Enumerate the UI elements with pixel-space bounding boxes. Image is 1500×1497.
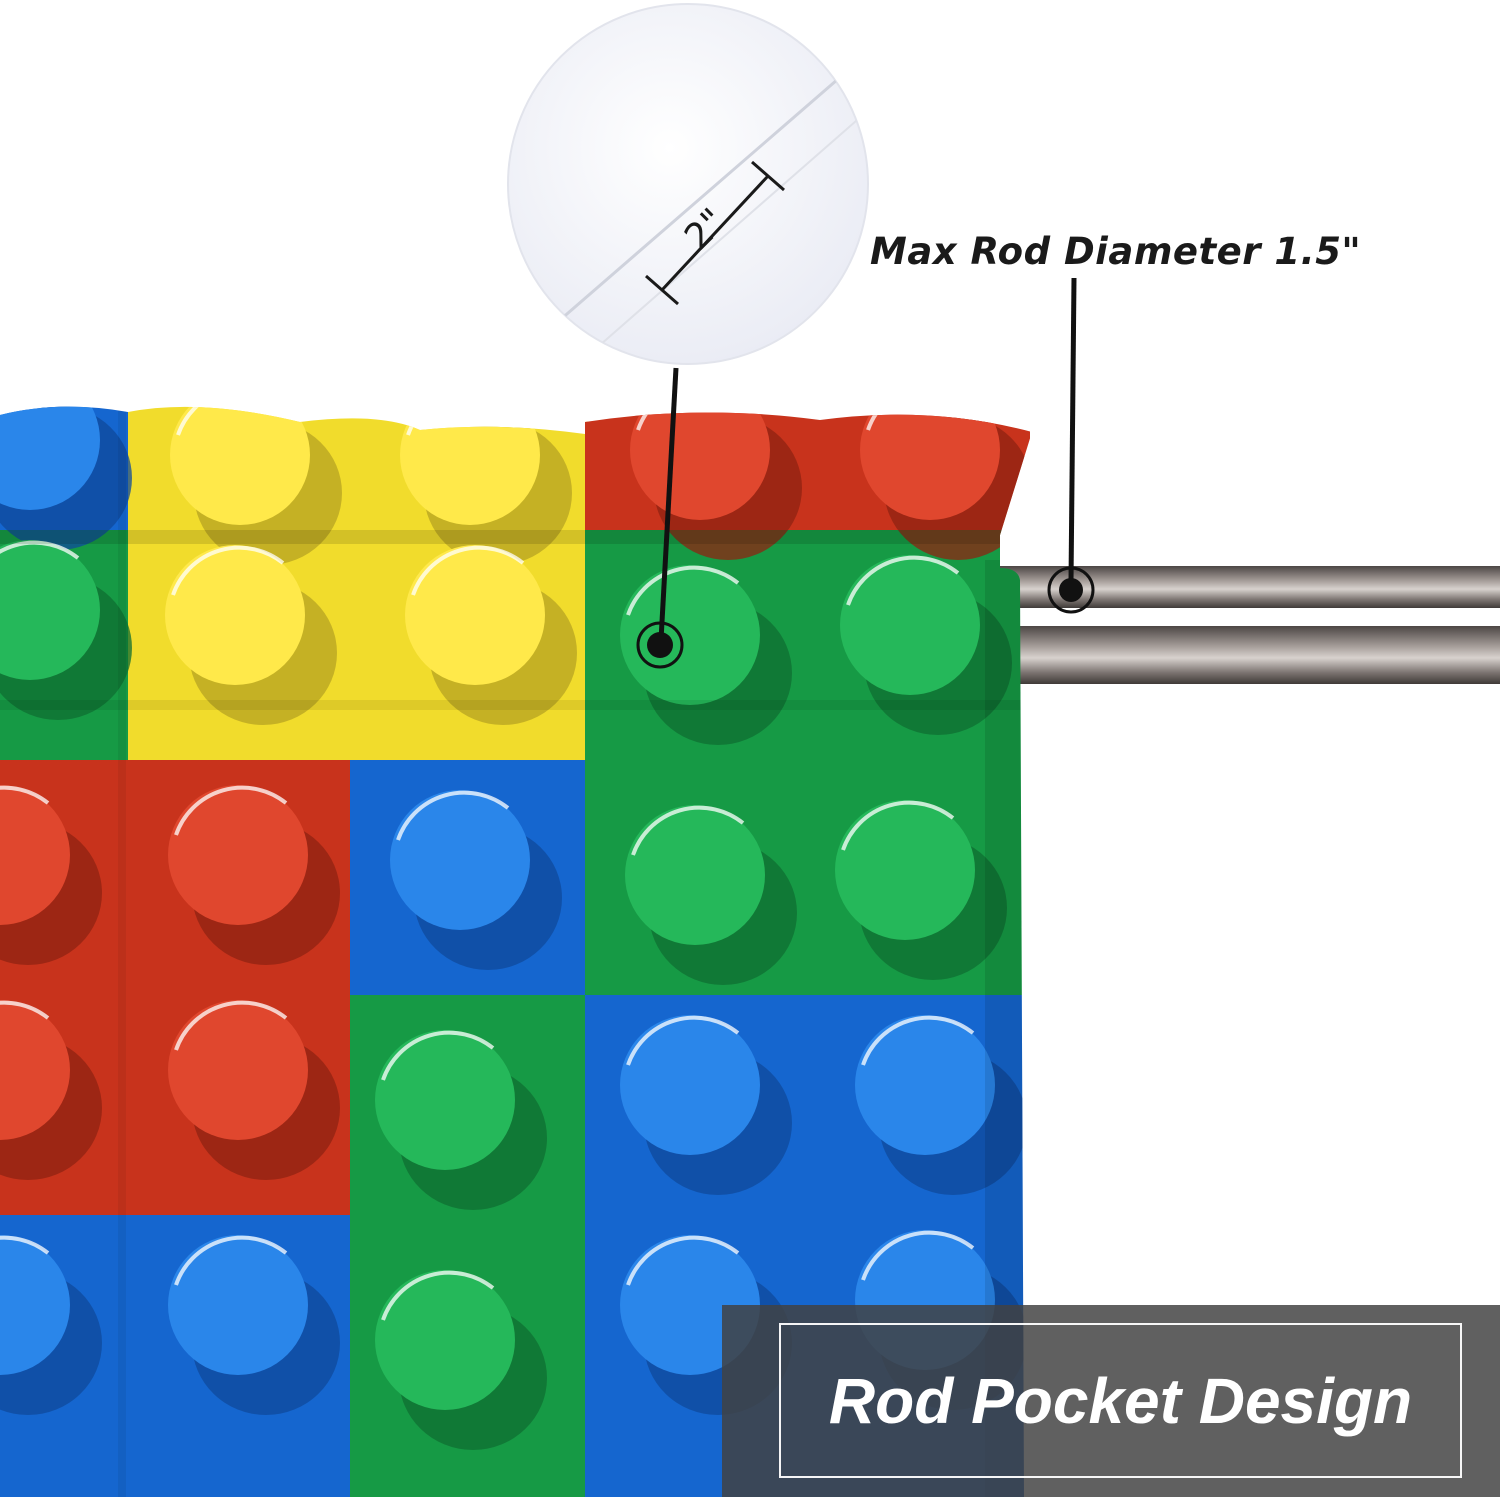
banner-title: Rod Pocket Design: [828, 1364, 1413, 1437]
max-rod-diameter-label: Max Rod Diameter 1.5": [870, 230, 1362, 273]
banner-frame: Rod Pocket Design: [779, 1323, 1462, 1478]
brick-stud: [630, 406, 802, 560]
brick-stud: [0, 1000, 102, 1180]
brick-stud: [625, 805, 797, 985]
brick-stud: [168, 1000, 340, 1180]
circle-dot-icon: [1047, 566, 1095, 614]
brick-stud: [165, 545, 337, 725]
curtain-rod-bottom: [1000, 626, 1500, 684]
brick-stud: [170, 406, 342, 565]
brick-stud: [840, 555, 1012, 735]
brick-stud: [0, 406, 132, 550]
brick-stud: [0, 785, 102, 965]
brick-stud: [855, 1015, 1027, 1195]
brick-stud: [168, 785, 340, 965]
callout-line: [658, 367, 679, 641]
brick-stud: [0, 1235, 102, 1415]
brick-stud: [405, 545, 577, 725]
dimension-bracket-icon: [645, 160, 785, 306]
curtain-panel: [0, 406, 1032, 1497]
brick-stud: [0, 540, 132, 720]
circle-dot-icon: [636, 621, 684, 669]
rod-callout-line: [1068, 277, 1077, 583]
rod-pocket-banner: Rod Pocket Design: [722, 1305, 1500, 1497]
brick-stud: [375, 1030, 547, 1210]
brick-stud: [835, 800, 1007, 980]
zoom-inset: 2": [507, 3, 869, 365]
brick-stud: [168, 1235, 340, 1415]
brick-stud: [390, 790, 562, 970]
brick-stud: [620, 1015, 792, 1195]
brick-stud: [375, 1270, 547, 1450]
